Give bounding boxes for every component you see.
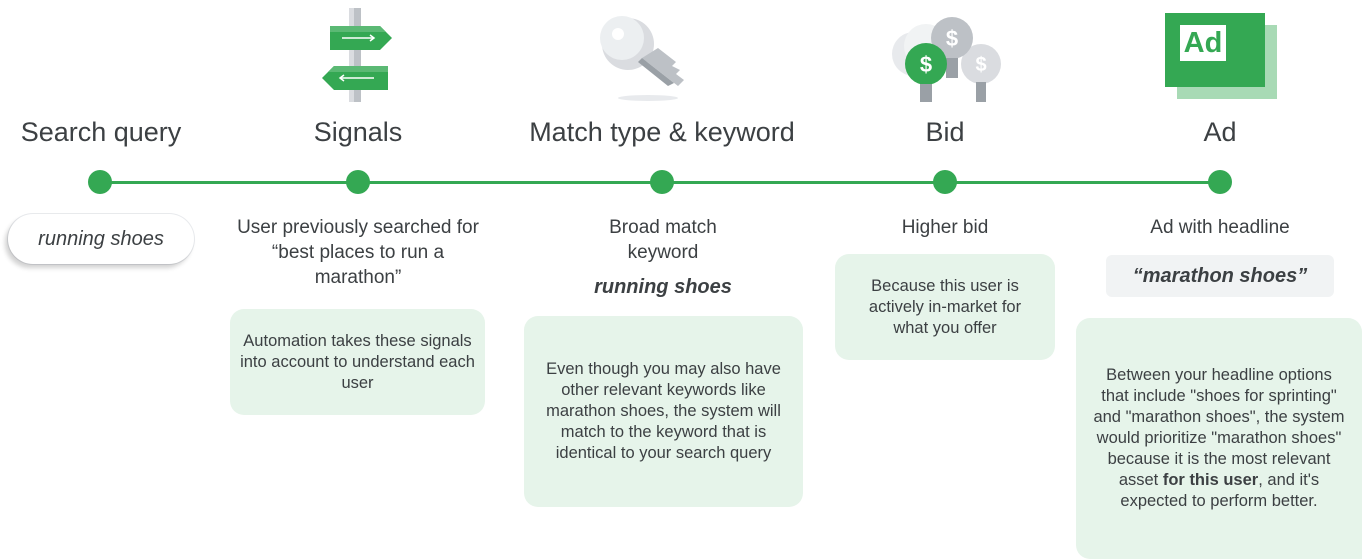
svg-text:$: $ [975,54,986,76]
stage-title-search-query: Search query [20,117,182,147]
bid-card-text: Because this user is actively in-market … [868,276,1022,337]
ad-card-text: Between your headline options that inclu… [1092,365,1346,512]
timeline-dot-search-query [88,170,112,194]
signals-description: User previously searched for “best place… [237,217,479,288]
ad-badge-icon: Ad [1165,13,1277,99]
match-type-keyword: running shoes [594,276,732,298]
stage-title-signals: Signals [313,117,403,147]
ad-card-text-part1: Between your headline options that inclu… [1093,366,1345,489]
stage-title-bid: Bid [925,117,965,147]
svg-text:$: $ [920,52,932,77]
ad-card-text-part2: , and it's expected to perform better. [1120,471,1320,510]
svg-text:$: $ [946,26,958,51]
match-type-card: Even though you may also have other rele… [524,316,803,507]
bid-description: Higher bid [901,217,989,238]
bid-card: Because this user is actively in-market … [835,254,1055,360]
stage-title-ad: Ad [1203,117,1237,147]
signals-card-text: Automation takes these signals into acco… [240,331,475,392]
ad-card: Between your headline options that inclu… [1076,318,1362,559]
timeline-dot-signals [346,170,370,194]
search-query-pill: running shoes [8,214,194,264]
timeline-dot-match-type [650,170,674,194]
signals-card: Automation takes these signals into acco… [230,309,485,415]
match-type-description: Broad match keyword [609,217,717,263]
stage-title-match-type: Match type & keyword [529,117,795,147]
signpost-icon [322,8,392,102]
bid-dollar-bulbs-icon: $ $ $ [892,17,1001,102]
ad-card-text-bold: for this user [1162,471,1259,489]
timeline-dot-bid [933,170,957,194]
match-type-card-text: Even though you may also have other rele… [546,360,781,462]
ad-description: Ad with headline [1150,217,1290,238]
ad-badge-label: Ad [1180,25,1226,61]
ad-headline: “marathon shoes” [1106,255,1334,297]
key-icon [600,16,684,101]
timeline-dot-ad [1208,170,1232,194]
